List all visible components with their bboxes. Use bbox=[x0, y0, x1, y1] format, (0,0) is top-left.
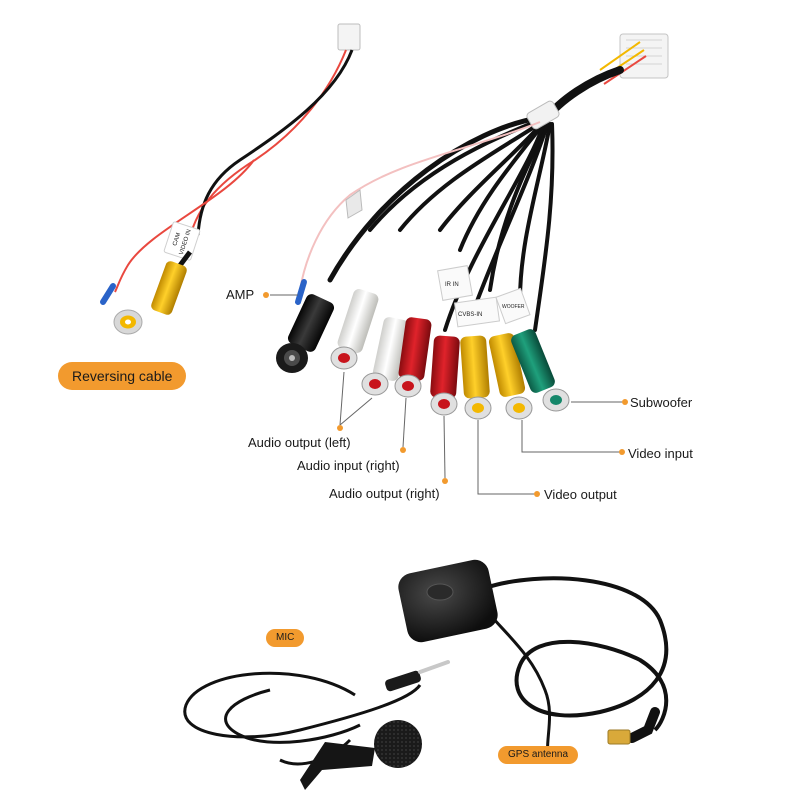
yellow-rca-body bbox=[151, 261, 187, 315]
cable-tag bbox=[163, 221, 201, 261]
tag-text-woofer: WOOFER bbox=[502, 304, 525, 310]
cable-tie bbox=[526, 100, 560, 130]
amp-wire bbox=[299, 121, 541, 291]
video-input-label: Video input bbox=[628, 446, 693, 461]
rca-plug-green bbox=[511, 329, 570, 412]
audio-output-right-label: Audio output (right) bbox=[329, 486, 440, 501]
rca-harness: IR IN CVBS-IN WOOFER bbox=[276, 33, 669, 420]
mic-cable bbox=[183, 671, 422, 739]
red-wire-tail bbox=[114, 159, 255, 293]
gps-antenna-label: GPS antenna bbox=[498, 746, 579, 764]
jack-body bbox=[385, 670, 421, 692]
black-wire bbox=[196, 49, 354, 236]
subwoofer-label: Subwoofer bbox=[630, 395, 693, 410]
red-wire bbox=[187, 49, 347, 246]
black-socket bbox=[276, 294, 335, 373]
leader-dot bbox=[263, 292, 269, 298]
tag-text-cam: CAM bbox=[172, 232, 182, 247]
small-white-connector bbox=[337, 23, 361, 51]
sma-connector bbox=[607, 729, 631, 745]
mic-foam bbox=[374, 720, 422, 768]
rca-plug-yellow-1 bbox=[460, 335, 492, 420]
rca-plug-red-2 bbox=[430, 335, 460, 416]
mic-label: MIC bbox=[266, 629, 305, 647]
audio-input-right-label: Audio input (right) bbox=[297, 458, 400, 473]
leader-dot bbox=[619, 449, 625, 455]
reversing-cable: CAM VIDEO IN bbox=[100, 23, 361, 335]
leader-dots bbox=[263, 292, 628, 497]
rca-plug-white-1 bbox=[330, 289, 379, 370]
leader-lines bbox=[270, 294, 622, 495]
leader-dot bbox=[534, 491, 540, 497]
leader-dot bbox=[442, 478, 448, 484]
microphone bbox=[183, 660, 450, 790]
rca-plug-red-1 bbox=[394, 317, 432, 398]
tag-text-cvbs-in: CVBS-IN bbox=[458, 312, 482, 318]
blue-tip bbox=[100, 283, 116, 305]
amp-label: AMP bbox=[226, 287, 255, 302]
gps-connector-boot bbox=[627, 707, 660, 743]
jack-tip bbox=[418, 660, 450, 674]
gps-module bbox=[398, 559, 498, 643]
amp-blue-tip bbox=[295, 279, 307, 305]
audio-output-left-label: Audio output (left) bbox=[248, 435, 351, 450]
gps-logo bbox=[426, 583, 454, 601]
gps-cable bbox=[484, 576, 669, 732]
leader-dot bbox=[337, 425, 343, 431]
leader-dot bbox=[400, 447, 406, 453]
leader-dot bbox=[622, 399, 628, 405]
gps-antenna bbox=[398, 559, 669, 759]
tag-text-ir-in: IR IN bbox=[445, 282, 459, 288]
reversing-cable-label: Reversing cable bbox=[58, 362, 187, 390]
mic-clip bbox=[300, 742, 375, 790]
video-output-label: Video output bbox=[544, 487, 617, 502]
